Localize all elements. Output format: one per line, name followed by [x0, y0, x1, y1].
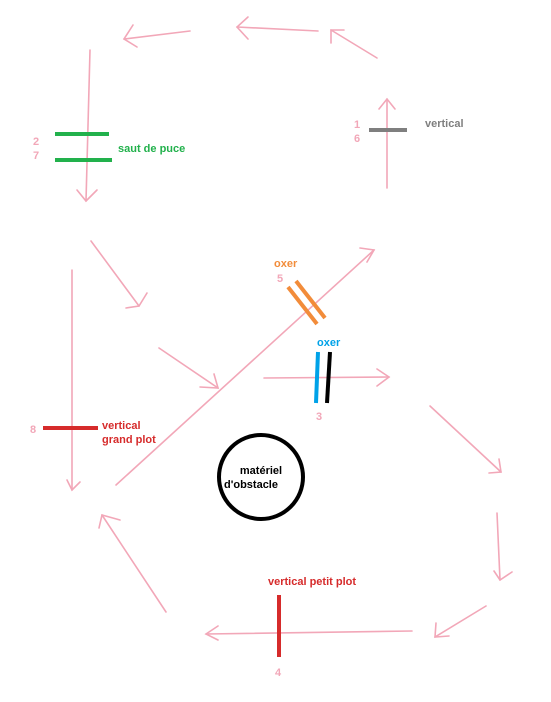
obstacle-number: 8 — [30, 424, 36, 436]
path-arrow-line — [205, 630, 413, 635]
obstacle-label: vertical — [425, 118, 464, 130]
obstacle-vertical-grand-plot: 8 vertical grand plot — [30, 420, 156, 446]
path-arrow-head — [330, 29, 345, 44]
path-arrow-head — [434, 622, 450, 638]
obstacle-oxer-orange: oxer 5 — [274, 258, 327, 326]
path-arrow-head — [378, 97, 396, 110]
path-arrow-head — [359, 247, 376, 263]
path-arrow-head — [493, 570, 513, 582]
obstacle-label: grand plot — [102, 434, 156, 446]
oxer-bar — [325, 351, 332, 404]
obstacle-number: 7 — [33, 150, 39, 162]
path-arrow-line — [330, 29, 378, 59]
path-arrow-line — [123, 30, 191, 40]
obstacle-saut-de-puce: 2 7 saut de puce — [33, 132, 185, 162]
obstacle-label: oxer — [274, 258, 298, 270]
course-path-arrows — [66, 16, 513, 641]
path-arrow-head — [122, 24, 138, 48]
obstacle-number: 1 — [354, 119, 360, 131]
path-arrow-head — [66, 479, 81, 492]
obstacle-number: 5 — [277, 273, 283, 285]
path-arrow-head — [488, 458, 502, 474]
materiel-label: d'obstacle — [224, 479, 278, 491]
obstacle-number: 4 — [275, 667, 282, 679]
materiel-circle — [217, 433, 305, 521]
path-arrow-line — [90, 240, 140, 307]
obstacle-vertical-petit-plot: vertical petit plot 4 — [268, 576, 356, 679]
path-arrow-line — [85, 49, 91, 202]
path-arrow-head — [98, 514, 121, 529]
path-arrow-head — [235, 16, 249, 40]
obstacle-label: saut de puce — [118, 143, 185, 155]
obstacle-label: vertical — [102, 420, 141, 432]
obstacle-number: 6 — [354, 133, 360, 145]
obstacle-label: vertical petit plot — [268, 576, 356, 588]
oxer-bar — [286, 285, 319, 326]
materiel-obstacle: matériel d'obstacle — [217, 433, 305, 521]
path-arrow-head — [199, 373, 220, 389]
oxer-bar — [294, 279, 327, 320]
path-arrow-line — [496, 512, 501, 581]
path-arrow-line — [101, 514, 167, 613]
path-arrow-head — [76, 189, 98, 203]
oxer-bar — [314, 351, 320, 404]
obstacle-number: 3 — [316, 411, 322, 423]
materiel-label: matériel — [240, 465, 282, 477]
obstacle-vertical-top: 1 6 vertical — [354, 118, 464, 145]
path-arrow-head — [376, 368, 391, 387]
obstacle-oxer-blue: oxer 3 — [314, 337, 341, 423]
path-arrow-head — [204, 625, 219, 641]
path-arrow-line — [434, 605, 487, 638]
path-arrow-line — [236, 26, 319, 32]
obstacle-label: oxer — [317, 337, 341, 349]
path-arrow-line — [115, 249, 375, 486]
obstacle-number: 2 — [33, 136, 39, 148]
path-arrow-line — [429, 405, 502, 473]
path-arrow-line — [158, 347, 219, 389]
path-arrow-head — [125, 292, 148, 309]
